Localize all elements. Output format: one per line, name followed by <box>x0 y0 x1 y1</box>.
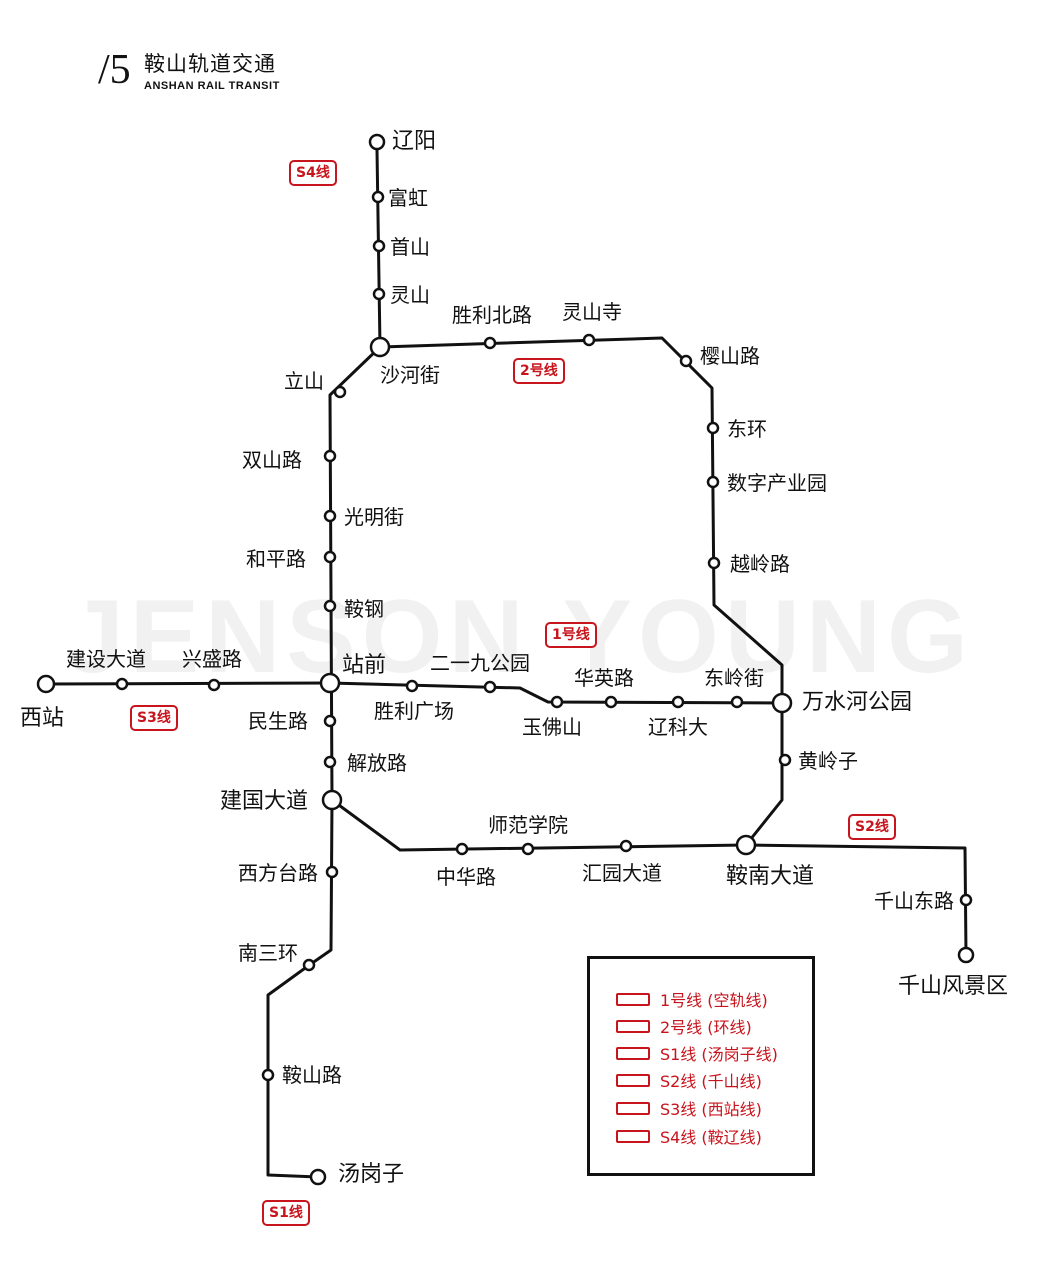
station-fuhong[interactable]: 富虹 <box>388 186 428 210</box>
station-wanshuihegongyuan[interactable]: 万水河公园 <box>802 690 913 715</box>
station-guangmingjie[interactable]: 光明街 <box>344 505 404 529</box>
station-jiansheadadao[interactable]: 建设大道 <box>66 647 146 671</box>
station-jianguodadao[interactable]: 建国大道 <box>220 789 309 814</box>
title-en: ANSHAN RAIL TRANSIT <box>144 80 280 92</box>
station-yufoshan[interactable]: 玉佛山 <box>522 715 582 739</box>
legend-item-line-s2: S2线 (千山线) <box>616 1068 762 1092</box>
line-2 <box>328 336 784 852</box>
station-huiyuandadao[interactable]: 汇园大道 <box>582 861 662 885</box>
station-xizhan[interactable]: 西站 <box>20 706 65 731</box>
station-lingshansi[interactable]: 灵山寺 <box>562 300 622 324</box>
legend-label: S4线 (鞍辽线) <box>660 1128 762 1147</box>
line-1 <box>328 681 784 705</box>
logo-mark-icon: /5 <box>98 47 131 93</box>
station-dongjuan[interactable]: 东环 <box>727 417 767 441</box>
station-liaoyang[interactable]: 辽阳 <box>392 129 437 154</box>
station-shoushan[interactable]: 首山 <box>390 235 430 259</box>
station-zhonghualu[interactable]: 中华路 <box>436 865 496 889</box>
station-shahejie[interactable]: 沙河街 <box>380 363 440 387</box>
legend-swatch-icon <box>616 1101 650 1115</box>
legend-label: 1号线 (空轨线) <box>660 991 768 1010</box>
station-shuzichanyeyuan[interactable]: 数字产业园 <box>727 471 827 495</box>
legend-swatch-icon <box>616 992 650 1006</box>
station-tanggangzi[interactable]: 汤岗子 <box>338 1162 405 1187</box>
station-yingshanlu[interactable]: 樱山路 <box>700 344 760 368</box>
badge-line-1: 1号线 <box>545 622 597 648</box>
station-minshenglu[interactable]: 民生路 <box>248 709 308 733</box>
station-angang[interactable]: 鞍钢 <box>344 597 384 621</box>
station-lingshan[interactable]: 灵山 <box>390 283 430 307</box>
legend-item-line-s4: S4线 (鞍辽线) <box>616 1124 762 1148</box>
station-liaokeda[interactable]: 辽科大 <box>648 715 708 739</box>
line-s3 <box>44 681 332 686</box>
legend-item-line-2: 2号线 (环线) <box>616 1014 752 1038</box>
legend-swatch-icon <box>616 1046 650 1060</box>
station-hepinglu[interactable]: 和平路 <box>246 547 306 571</box>
badge-line-2: 2号线 <box>513 358 565 384</box>
station-zhanqian[interactable]: 站前 <box>342 653 387 678</box>
legend-item-line-s1: S1线 (汤岗子线) <box>616 1041 778 1065</box>
station-lishan[interactable]: 立山 <box>284 369 324 393</box>
station-qianshanfengjingqu[interactable]: 千山风景区 <box>898 974 1009 999</box>
legend-item-line-s3: S3线 (西站线) <box>616 1096 762 1120</box>
station-anshanlu[interactable]: 鞍山路 <box>282 1063 342 1087</box>
line-s2 <box>744 843 968 957</box>
station-annandadao[interactable]: 鞍南大道 <box>726 864 815 889</box>
line-s1 <box>266 798 334 1179</box>
legend-swatch-icon <box>616 1073 650 1087</box>
station-huanglingzi[interactable]: 黄岭子 <box>798 749 858 773</box>
legend-swatch-icon <box>616 1019 650 1033</box>
legend-label: S2线 (千山线) <box>660 1072 762 1091</box>
station-jiefanglu[interactable]: 解放路 <box>347 751 407 775</box>
badge-line-s1: S1线 <box>262 1200 310 1226</box>
badge-line-s4: S4线 <box>289 160 337 186</box>
legend-swatch-icon <box>616 1129 650 1143</box>
badge-line-s2: S2线 <box>848 814 896 840</box>
station-yuelinglu[interactable]: 越岭路 <box>730 552 790 576</box>
legend-label: S1线 (汤岗子线) <box>660 1045 778 1064</box>
legend-box: 1号线 (空轨线) 2号线 (环线) S1线 (汤岗子线) S2线 (千山线) … <box>587 956 815 1176</box>
legend-label: 2号线 (环线) <box>660 1018 752 1037</box>
station-shifanxueyuan[interactable]: 师范学院 <box>488 813 568 837</box>
legend-label: S3线 (西站线) <box>660 1100 762 1119</box>
legend-item-line-1: 1号线 (空轨线) <box>616 987 768 1011</box>
title-cn: 鞍山轨道交通 <box>144 52 276 76</box>
station-shuangshanlu[interactable]: 双山路 <box>242 448 302 472</box>
watermark: JENSON YOUNG <box>65 579 975 695</box>
station-erjiugongyuan[interactable]: 二一九公园 <box>430 651 530 675</box>
station-shengliguangchang[interactable]: 胜利广场 <box>374 699 454 723</box>
station-shenglibeilu[interactable]: 胜利北路 <box>452 303 532 327</box>
station-qianshandonglu[interactable]: 千山东路 <box>874 889 954 913</box>
station-donglingjie[interactable]: 东岭街 <box>704 666 764 690</box>
station-xingshenglu[interactable]: 兴盛路 <box>182 647 242 671</box>
station-huayinglu[interactable]: 华英路 <box>574 666 634 690</box>
station-xifangtailu[interactable]: 西方台路 <box>238 861 318 885</box>
station-nansanhuan[interactable]: 南三环 <box>238 941 298 965</box>
badge-line-s3: S3线 <box>130 705 178 731</box>
